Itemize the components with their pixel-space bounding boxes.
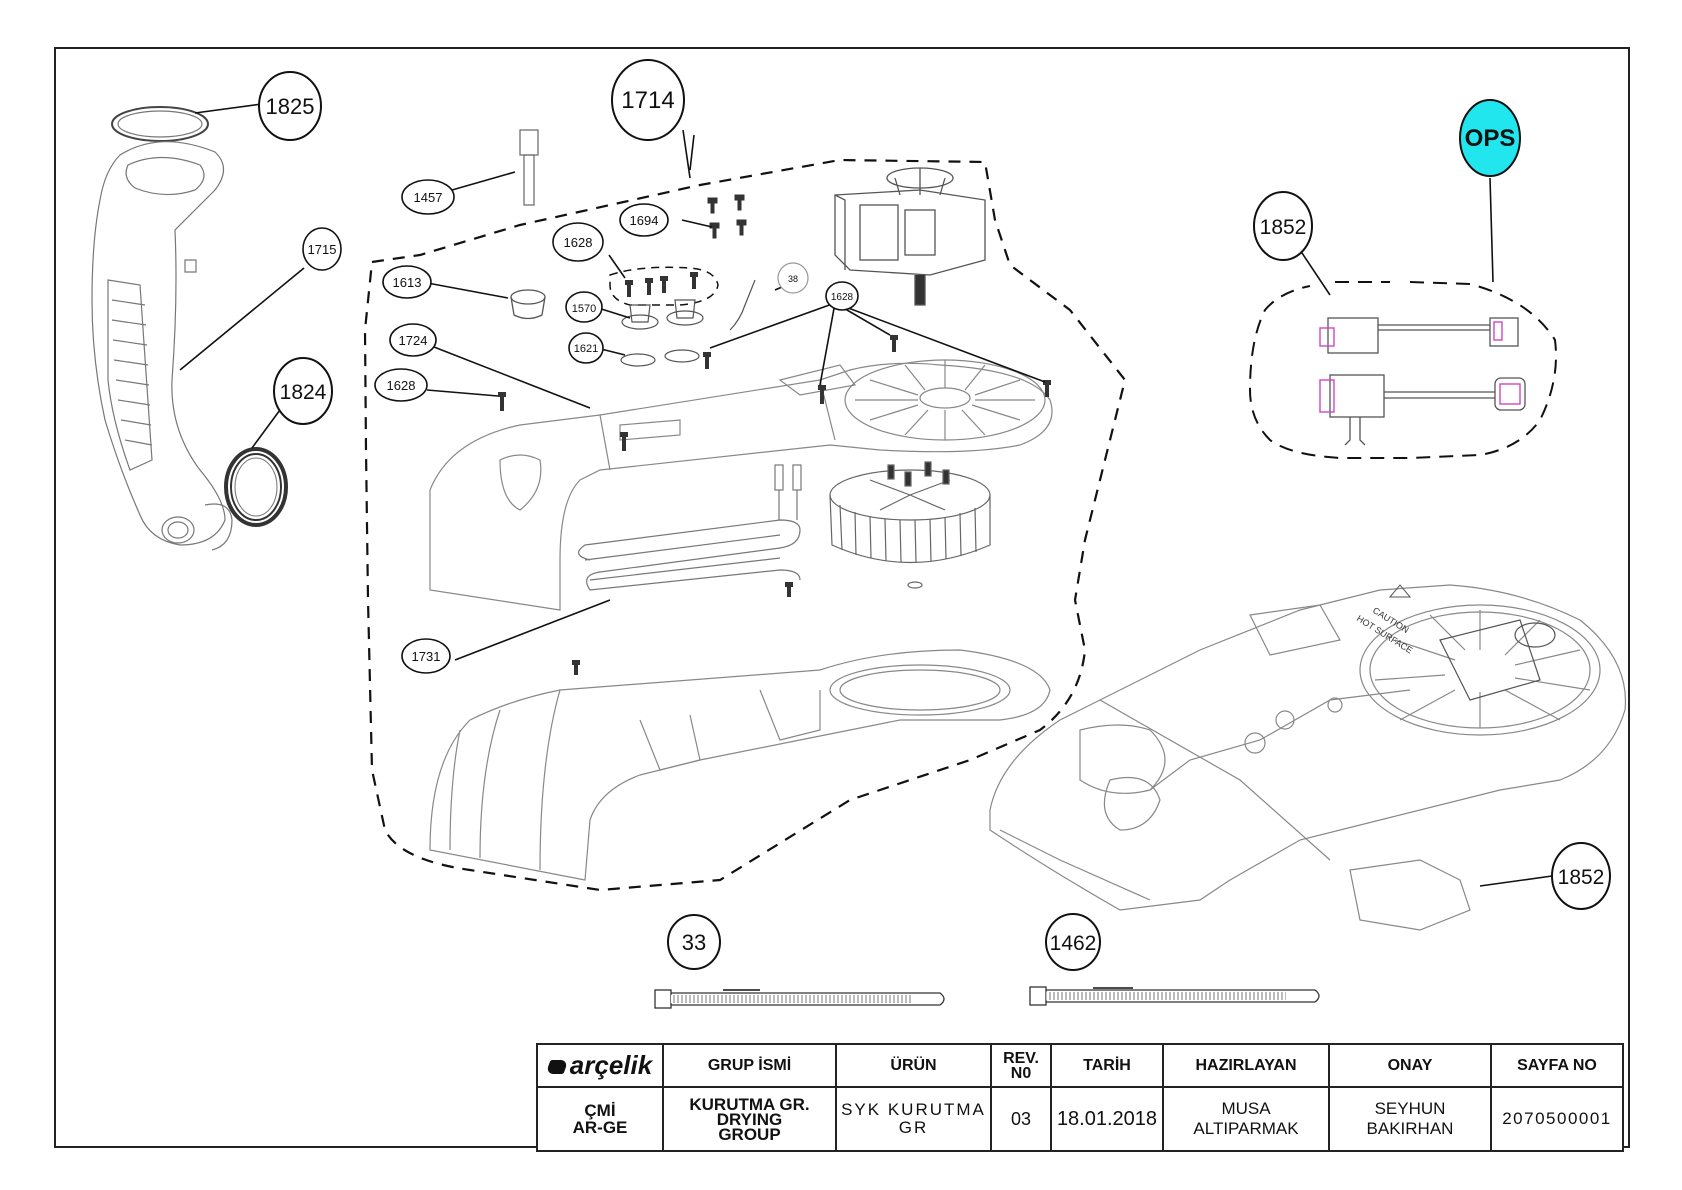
cable-tie-1462-part	[1029, 986, 1320, 1006]
screws-1628-part	[625, 272, 698, 297]
header-prepared-by: HAZIRLAYAN	[1162, 1043, 1330, 1088]
svg-text:1621: 1621	[574, 343, 598, 355]
svg-text:1694: 1694	[630, 213, 659, 228]
fan-impeller-part	[829, 461, 991, 589]
callout-1457: 1457	[401, 179, 455, 215]
svg-text:1462: 1462	[1050, 932, 1097, 955]
callout-1825: 1825	[258, 71, 322, 141]
sensor-1457-part	[519, 129, 539, 206]
callout-1852-top: 1852	[1253, 191, 1313, 261]
ops-kit-boundary	[1248, 281, 1557, 459]
fan-motor-part	[834, 167, 986, 306]
callout-33: 33	[667, 914, 721, 970]
warning-triangle-icon	[1388, 584, 1412, 598]
connector-magenta-part	[1319, 321, 1521, 413]
svg-text:1570: 1570	[572, 303, 596, 315]
heater-housing-upper-part	[429, 359, 1053, 611]
callout-1824: 1824	[273, 357, 333, 425]
svg-text:1825: 1825	[266, 94, 315, 119]
header-group-name: GRUP İSMİ	[662, 1043, 837, 1088]
rev-value: 03	[990, 1086, 1052, 1152]
screw-group-boundary	[609, 266, 719, 306]
gasket-ring-part	[224, 447, 288, 527]
page-no-value: 2070500001	[1490, 1086, 1624, 1152]
cable-tie-33-part	[654, 989, 945, 1009]
svg-text:1852: 1852	[1260, 216, 1307, 239]
callout-1628-mid: 1628	[825, 281, 859, 311]
prepared-by-value: MUSA ALTIPARMAK	[1162, 1086, 1330, 1152]
screws-1694-part	[707, 194, 747, 239]
svg-text:OPS: OPS	[1465, 125, 1516, 152]
callout-1714: 1714	[611, 59, 685, 141]
callout-1613: 1613	[382, 265, 432, 299]
svg-text:38: 38	[788, 274, 798, 284]
callout-1621: 1621	[568, 332, 604, 364]
svg-text:1714: 1714	[621, 87, 674, 114]
header-date: TARİH	[1050, 1043, 1164, 1088]
callout-1570: 1570	[565, 291, 603, 323]
callout-1715: 1715	[302, 227, 342, 271]
svg-text:33: 33	[682, 930, 706, 955]
header-approval: ONAY	[1328, 1043, 1492, 1088]
arcelik-logo-icon	[545, 1060, 569, 1075]
assembled-drying-group	[989, 584, 1627, 931]
screws-misc-part	[498, 335, 1051, 675]
thermostat-1570-part	[620, 299, 704, 367]
logo-cell: arçelik	[536, 1043, 664, 1088]
svg-text:1457: 1457	[414, 190, 443, 205]
svg-text:1628: 1628	[387, 378, 416, 393]
callout-1462: 1462	[1045, 913, 1101, 971]
svg-text:1724: 1724	[399, 333, 428, 348]
header-product: ÜRÜN	[835, 1043, 992, 1088]
title-block: arçelik GRUP İSMİ ÜRÜN REV.N0 TARİH HAZI…	[536, 1043, 1624, 1152]
header-page-no: SAYFA NO	[1490, 1043, 1624, 1088]
callout-38: 38	[777, 262, 809, 294]
svg-text:1824: 1824	[280, 381, 327, 404]
header-rev: REV.N0	[990, 1043, 1052, 1088]
svg-text:1628: 1628	[564, 235, 593, 250]
grommet-1613-part	[510, 289, 546, 320]
date-value: 18.01.2018	[1050, 1086, 1164, 1152]
wiring-harness-part	[1327, 317, 1526, 446]
assembly-1714-boundary	[363, 158, 1127, 892]
callout-1852-bottom: 1852	[1551, 842, 1611, 910]
svg-text:1852: 1852	[1558, 866, 1605, 889]
heater-housing-lower-part	[429, 649, 1051, 881]
callout-1731: 1731	[401, 638, 451, 674]
callout-1694: 1694	[619, 203, 669, 237]
callout-1628-left: 1628	[374, 368, 428, 402]
callout-1724: 1724	[389, 323, 437, 357]
approval-value: SEYHUN BAKIRHAN	[1328, 1086, 1492, 1152]
svg-text:1613: 1613	[393, 275, 422, 290]
duct-hose-part	[91, 106, 233, 551]
svg-text:1731: 1731	[412, 649, 441, 664]
callout-1628-top: 1628	[552, 222, 604, 262]
svg-text:1715: 1715	[308, 242, 337, 257]
callout-ops: OPS	[1459, 99, 1521, 177]
wire-part	[729, 279, 756, 331]
heater-element-part	[578, 464, 802, 591]
svg-text:1628: 1628	[831, 292, 854, 303]
company-logo: arçelik	[569, 1050, 653, 1080]
leader-lines	[179, 103, 1553, 991]
